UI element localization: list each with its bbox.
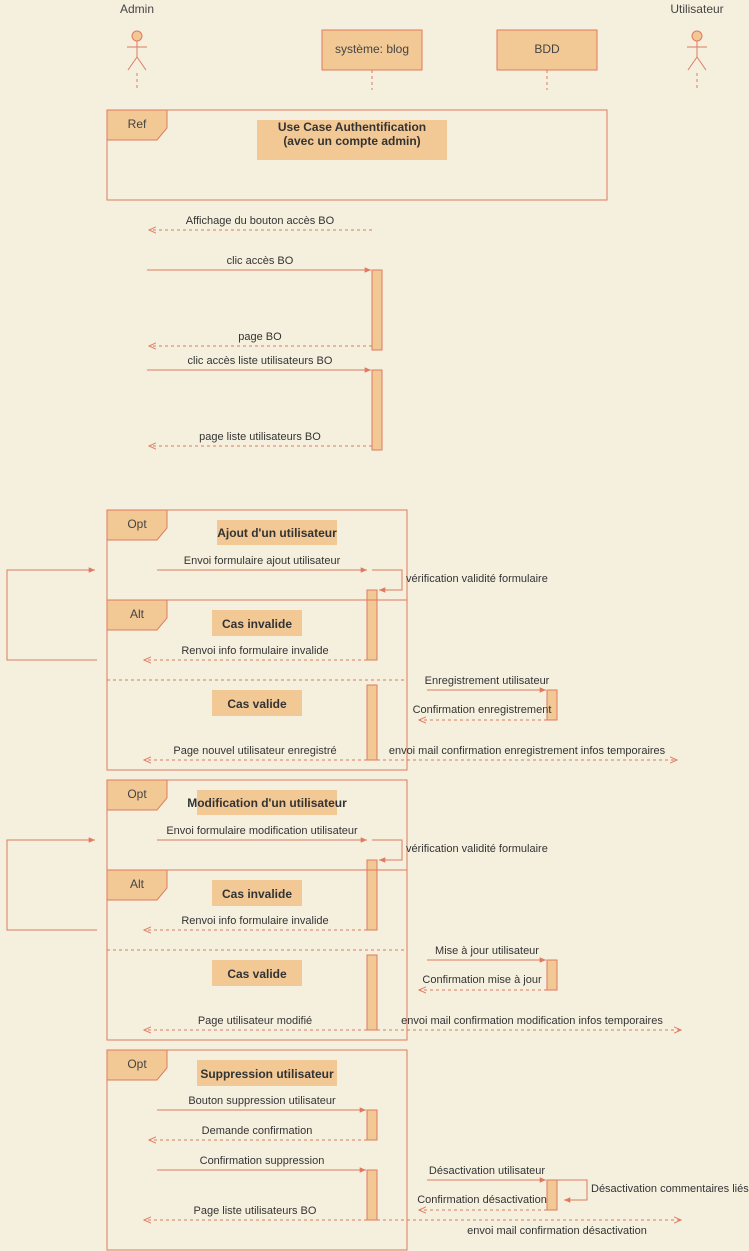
activation-bar [366,954,378,1031]
activation-bar [371,269,383,351]
blog-label: système: blog [335,42,409,56]
msg-label: Demande confirmation [202,1125,313,1137]
case-invalid-label: Cas invalide [222,617,292,631]
msg-clic-liste-utilisateurs: clic accès liste utilisateurs BO [147,355,371,373]
participant-blog: système: blog [321,29,423,90]
msg-label: envoi mail confirmation désactivation [467,1225,647,1237]
ref-tag: Ref [128,117,147,131]
activation-bar [366,684,378,761]
opt-frame-edit-user: Opt Modification d'un utilisateur Envoi … [6,779,548,1041]
msg-label: Page liste utilisateurs BO [194,1205,317,1217]
msg-label: Page nouvel utilisateur enregistré [173,745,336,757]
participant-user: Utilisateur [670,2,724,90]
msg-label: Enregistrement utilisateur [425,675,550,687]
activation-bar [366,859,378,931]
msg-label: Affichage du bouton accès BO [186,215,335,227]
case-valid-label: Cas valide [227,697,287,711]
actor-admin-icon [127,30,147,71]
msg-label: Confirmation enregistrement [413,704,552,716]
user-label: Utilisateur [670,2,723,16]
msg-page-liste-utilisateurs: page liste utilisateurs BO [149,431,372,446]
msg-label: Confirmation mise à jour [422,974,542,986]
msg-label: clic accès liste utilisateurs BO [188,355,333,367]
alt-tag: Alt [130,877,145,891]
bdd-label: BDD [534,42,560,56]
opt-tag: Opt [127,517,147,531]
activation-bar [546,959,558,991]
opt-frame-add-user: Opt Ajout d'un utilisateur Envoi formula… [6,509,548,771]
ref-title-line2: (avec un compte admin) [283,134,420,148]
msg-label: Bouton suppression utilisateur [188,1095,336,1107]
opt-frame-delete-user: Opt Suppression utilisateur Bouton suppr… [106,1049,408,1251]
msg-label: vérification validité formulaire [406,843,548,855]
self-call-arrow [372,569,403,593]
self-call-arrow [372,839,403,863]
msg-label: Envoi formulaire ajout utilisateur [184,555,341,567]
opt-title: Modification d'un utilisateur [187,796,347,810]
msg-label: Mise à jour utilisateur [435,945,539,957]
admin-label: Admin [120,2,154,16]
msg-label: Envoi formulaire modification utilisateu… [166,825,358,837]
activation-bar [546,1179,558,1211]
activation-bar [366,1109,378,1141]
ref-frame: Ref Use Case Authentification (avec un c… [106,109,608,201]
msg-label: Renvoi info formulaire invalide [181,645,328,657]
activation-bar [366,1169,378,1221]
msg-label: Désactivation commentaires liés [591,1183,749,1195]
msg-label: vérification validité formulaire [406,573,548,585]
msg-label: page BO [238,331,282,343]
activation-bar [546,689,558,721]
opt-tag: Opt [127,1057,147,1071]
msg-page-bo: page BO [149,331,372,346]
actor-user-icon [687,30,707,71]
msg-label: Renvoi info formulaire invalide [181,915,328,927]
participant-admin: Admin [120,2,154,90]
case-invalid-label: Cas invalide [222,887,292,901]
msg-label: clic accès BO [227,255,294,267]
msg-label: Confirmation suppression [200,1155,325,1167]
participant-bdd: BDD [496,29,598,90]
alt-tag: Alt [130,607,145,621]
msg-affichage-bouton: Affichage du bouton accès BO [149,215,372,230]
opt-title: Suppression utilisateur [200,1067,334,1081]
msg-label: page liste utilisateurs BO [199,431,321,443]
msg-label: Confirmation désactivation [417,1194,547,1206]
activation-bar [366,589,378,661]
msg-label: Page utilisateur modifié [198,1015,312,1027]
msg-label: envoi mail confirmation enregistrement i… [389,745,666,757]
msg-label: envoi mail confirmation modification inf… [401,1015,663,1027]
opt-tag: Opt [127,787,147,801]
opt-title: Ajout d'un utilisateur [217,526,337,540]
msg-label: Désactivation utilisateur [429,1165,546,1177]
case-valid-label: Cas valide [227,967,287,981]
msg-clic-acces-bo: clic accès BO [147,255,371,273]
loop-back-arrow [6,837,97,931]
loop-back-arrow [6,567,97,661]
self-call-arrow [557,1179,588,1203]
activation-bar [371,369,383,451]
ref-title-line1: Use Case Authentification [278,120,426,134]
